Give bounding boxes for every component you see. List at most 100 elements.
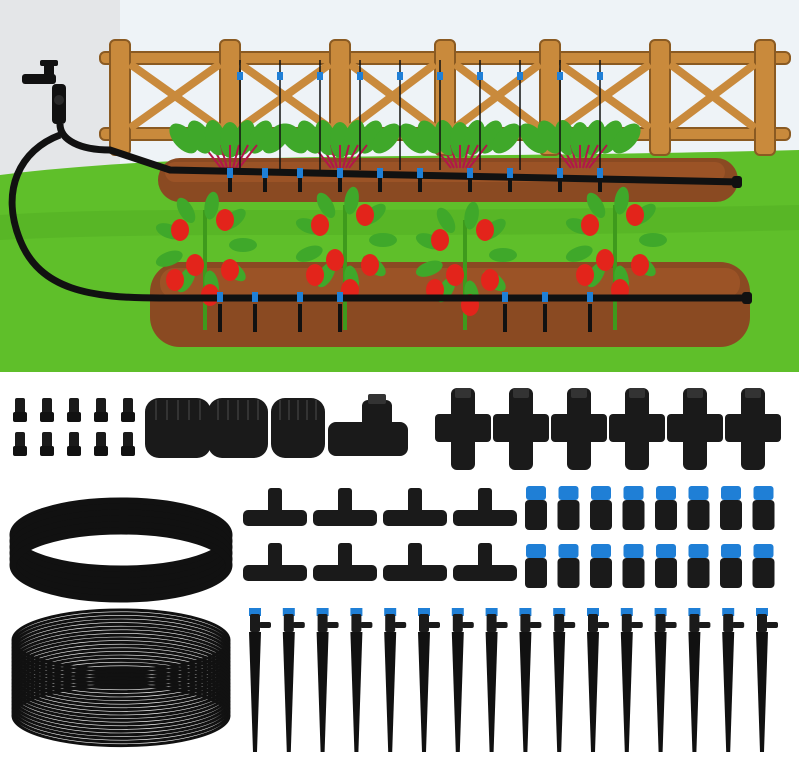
- tee-connector: [243, 488, 307, 526]
- stake-drippers: [249, 608, 778, 752]
- dripper-stake: [508, 178, 512, 192]
- fence-crossbar: [557, 60, 653, 132]
- blue-emitter: [252, 292, 258, 302]
- blue-emitter: [337, 292, 343, 302]
- blue-emitter: [517, 72, 523, 80]
- tee-connector: [453, 543, 517, 581]
- tee-valve: [328, 394, 408, 456]
- fence-crossbar: [237, 60, 333, 132]
- stake-dripper: [282, 608, 305, 752]
- fence-crossbar: [667, 60, 758, 132]
- blue-straight-connector: [622, 486, 645, 530]
- tube-plug: [94, 398, 108, 422]
- dripper-stake: [338, 178, 342, 192]
- four-way-connector: [667, 388, 723, 470]
- dripper-stake: [218, 304, 222, 332]
- stake-dripper: [654, 608, 677, 752]
- blue-straight-connector: [687, 486, 710, 530]
- stake-dripper: [722, 608, 745, 752]
- dripper-stake: [468, 178, 472, 192]
- blue-straight-connector: [720, 486, 742, 530]
- blue-straight-connector: [655, 486, 677, 530]
- blue-emitter: [597, 168, 603, 178]
- blue-emitter: [227, 168, 233, 178]
- tube-plug: [67, 398, 81, 422]
- pepper-plants: [155, 186, 667, 330]
- fence-post: [754, 39, 776, 156]
- tube-plug: [121, 432, 135, 456]
- fence-crossbar: [347, 60, 438, 132]
- four-way-connector: [493, 388, 549, 470]
- stake-dripper: [249, 608, 271, 752]
- tube-plug: [94, 432, 108, 456]
- blue-emitter: [337, 168, 343, 178]
- fence-crossbar: [452, 60, 543, 132]
- red-pepper: [311, 214, 329, 236]
- blue-emitter: [542, 292, 548, 302]
- fence-post: [109, 39, 131, 156]
- tee-connector: [313, 488, 377, 526]
- beet-plant: [169, 120, 291, 169]
- dripper-stake: [298, 178, 302, 192]
- red-pepper: [171, 219, 189, 241]
- stake-dripper: [553, 608, 576, 752]
- dripper-stake: [263, 178, 267, 192]
- hose-end-cap: [732, 176, 742, 188]
- tee-connector: [383, 488, 447, 526]
- coiled-main-tubing: [9, 497, 233, 603]
- garden-scene: [0, 0, 799, 372]
- end-cap: [145, 398, 211, 458]
- end-cap: [208, 398, 268, 458]
- tube-plug: [67, 432, 81, 456]
- red-pepper: [581, 214, 599, 236]
- main-hose-top: [56, 123, 741, 186]
- red-pepper: [631, 254, 649, 276]
- dripper-stake: [253, 304, 257, 332]
- blue-straight-connector: [655, 544, 677, 588]
- red-pepper: [326, 249, 344, 271]
- dripper-stake: [588, 304, 592, 332]
- blue-emitter: [507, 168, 513, 178]
- stake-dripper: [519, 608, 542, 752]
- blue-straight-connector: [590, 544, 612, 588]
- four-way-connector: [435, 388, 491, 470]
- dripper-stake: [378, 178, 382, 192]
- blue-emitter: [467, 168, 473, 178]
- blue-straight-connector: [525, 544, 547, 588]
- red-pepper: [221, 259, 239, 281]
- pepper-plant: [415, 201, 517, 330]
- blue-emitter: [502, 292, 508, 302]
- blue-emitter: [437, 72, 443, 80]
- tube-plug: [40, 398, 54, 422]
- four-way-connectors: [435, 388, 781, 470]
- stake-dripper: [587, 608, 609, 752]
- tube-plug: [40, 432, 54, 456]
- blue-emitter: [597, 72, 603, 80]
- blue-straight-connector: [720, 544, 742, 588]
- dripper-stake: [298, 304, 302, 332]
- dripper-stake: [558, 178, 562, 192]
- stake-dripper: [485, 608, 508, 752]
- end-cap: [271, 398, 325, 458]
- stake-dripper: [316, 608, 339, 752]
- blue-straight-connector: [752, 544, 775, 588]
- stake-dripper: [620, 608, 643, 752]
- coiled-micro-tubing: [11, 608, 231, 748]
- stake-dripper: [350, 608, 373, 752]
- stake-dripper: [451, 608, 474, 752]
- dripper-stake: [543, 304, 547, 332]
- red-pepper: [186, 254, 204, 276]
- blue-emitter: [217, 292, 223, 302]
- tube-plug: [13, 432, 27, 456]
- tube-plugs: [13, 398, 135, 456]
- blue-straight-connector: [557, 544, 580, 588]
- red-pepper: [361, 254, 379, 276]
- blue-emitter: [477, 72, 483, 80]
- stake-dripper: [688, 608, 711, 752]
- tee-connector: [243, 543, 307, 581]
- blue-emitter: [377, 168, 383, 178]
- blue-straight-connector: [687, 544, 710, 588]
- hose-end-cap: [742, 292, 752, 304]
